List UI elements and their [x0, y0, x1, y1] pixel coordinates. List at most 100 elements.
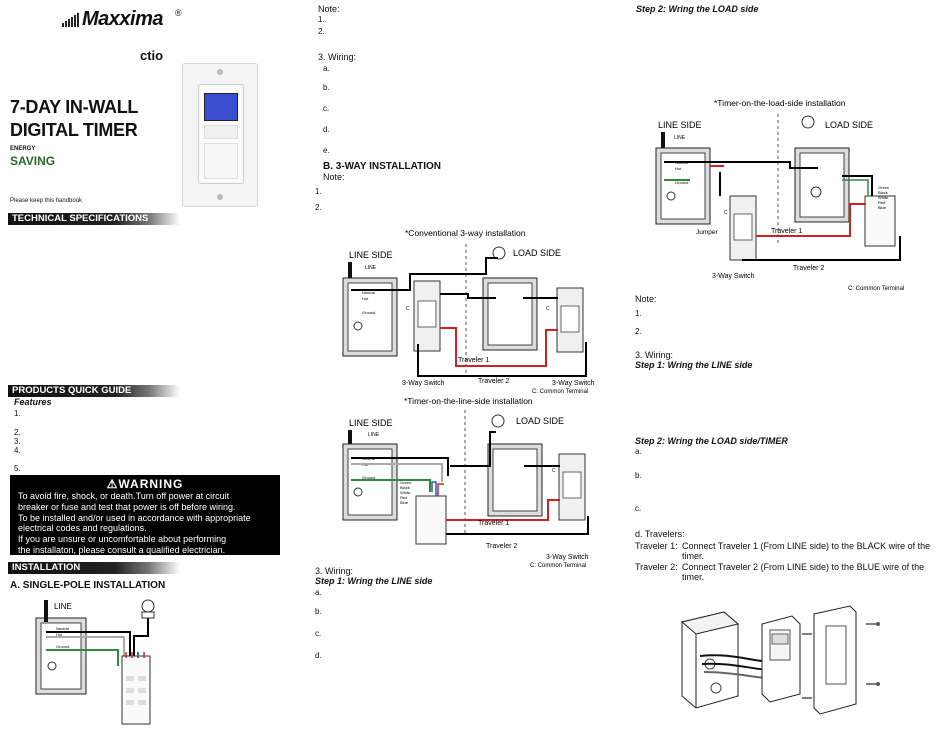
line-side-3way-diagram: *Timer-on-the-line-side installation LIN… [342, 396, 589, 569]
traveler2-text-cont: timer. [682, 572, 705, 582]
ground-label: Ground [56, 644, 69, 649]
timer-rocker [204, 143, 238, 179]
load-side-3way-diagram: *Timer-on-the-load-side installation LIN… [655, 98, 904, 292]
lineside-blue: Blue [400, 500, 409, 505]
lineside-white: White [400, 490, 411, 495]
loadside-traveler2: Traveler 2 [793, 265, 824, 272]
warning-line: the installaton, please consult a qualif… [18, 544, 226, 555]
traveler2-text: Connect Traveler 2 (From LINE side) to t… [682, 562, 925, 572]
warning-line: breaker or fuse and test that power is o… [18, 501, 236, 512]
energy-saving-logo: ENERGY SAVING [10, 146, 70, 172]
col3-step2: Step 2: Wring the LOAD side/TIMER [635, 436, 788, 446]
col3-step2-item-a: a. [635, 447, 642, 456]
light-bulb-icon [491, 414, 505, 428]
lineside-caption: *Timer-on-the-line-side installation [404, 396, 533, 406]
col2-step1: Step 1: Wring the LINE side [315, 576, 433, 586]
light-bulb-icon [492, 246, 506, 260]
lineside-line: LINE [368, 432, 380, 438]
warning-triangle-icon: ⚠ [106, 477, 119, 491]
col2-wiring-item-e: e. [323, 146, 330, 155]
col3-note-item-1: 1. [635, 309, 642, 318]
threeway-heading: B. 3-WAY INSTALLATION [323, 161, 441, 172]
warning-heading-text: WARNING [118, 477, 184, 491]
neutral-label: Neutral [56, 626, 69, 631]
feature-item-3: 3. [14, 437, 21, 446]
lineside-ground: Ground [362, 475, 375, 480]
loadside-green: Green [878, 185, 889, 190]
keep-handbook-note: Please keep this handbook [10, 198, 83, 204]
col2-note2-item-2: 2. [315, 203, 322, 212]
lineside-common: C: Common Terminal [530, 563, 586, 569]
lineside-traveler1: Traveler 1 [478, 520, 509, 527]
warning-line: If you are unsure or uncomfortable about… [18, 534, 227, 545]
screw-icon [876, 682, 880, 686]
col2-wiring-item-d: d. [323, 125, 330, 134]
col2-note-item-2: 2. [318, 27, 325, 36]
loadside-black: Black [878, 190, 888, 195]
traveler1-text-cont: timer. [682, 551, 705, 561]
col3-wiring-label: 3. Wiring: [635, 350, 674, 360]
warning-line: electrical codes and regulations. [18, 523, 147, 534]
feature-item-4: 4. [14, 446, 21, 455]
lineside-c: C [552, 468, 556, 474]
loadside-switch: 3-Way Switch [712, 273, 755, 280]
brand-registered: ® [175, 8, 182, 18]
cover-title-line1: 7-DAY IN-WALL [10, 97, 139, 117]
feature-item-1: 1. [14, 409, 21, 418]
col2-wiring-item-b: b. [323, 83, 330, 92]
hot-label: Hot [56, 632, 63, 637]
col2-step1-item-a: a. [315, 588, 322, 597]
light-bulb-icon [801, 115, 815, 129]
col2-step1-item-b: b. [315, 607, 322, 616]
conv-neutral: Neutral [362, 290, 375, 295]
lineside-traveler2: Traveler 2 [486, 543, 517, 550]
loadside-common: C: Common Terminal [848, 286, 904, 292]
traveler1-text: Connect Traveler 1 (From LINE side) to t… [682, 541, 931, 551]
single-pole-line-label: LINE [54, 602, 72, 611]
conv-ground: Ground [362, 310, 375, 315]
col3-note-item-2: 2. [635, 327, 642, 336]
loadside-traveler1: Traveler 1 [771, 228, 802, 235]
energy-bottom-label: SAVING [10, 154, 56, 168]
loadside-jumper: Jumper [696, 229, 719, 236]
section-installation: INSTALLATION [8, 562, 180, 574]
brand-name: Maxxima [82, 8, 164, 30]
col2-wiring-item-a: a. [323, 64, 330, 73]
loadside-line-side: LINE SIDE [658, 120, 702, 130]
conv-line: LINE [365, 265, 377, 271]
conv-c-right: C [546, 306, 550, 312]
col2-step1-item-d: d. [315, 651, 322, 660]
timer-product-image [182, 63, 258, 207]
single-pole-diagram: LINE Neutral Hot Ground [35, 599, 155, 725]
col2-wiring2-label: 3. Wiring: [315, 566, 354, 576]
screw-icon [217, 194, 223, 200]
loadside-blue: Blue [878, 205, 887, 210]
conv-common: C: Common Terminal [532, 389, 588, 395]
feature-item-5: 5. [14, 464, 21, 473]
lineside-black: Black [400, 485, 410, 490]
col2-wiring-label: 3. Wiring: [318, 52, 357, 62]
conv-hot: Hot [362, 296, 369, 301]
col2-note2-label: Note: [323, 172, 345, 182]
timer-body [198, 84, 244, 184]
conventional-3way-diagram: *Conventional 3-way installation LINE SI… [342, 228, 595, 395]
timer-button-panel [204, 125, 238, 139]
conv-c-left: C [406, 306, 410, 312]
section-tech-specs: TECHNICAL SPECIFICATIONS [8, 213, 180, 225]
lineside-line-side: LINE SIDE [349, 418, 393, 428]
warning-line: To avoid fire, shock, or death.Turn off … [18, 491, 230, 501]
features-heading: Features [14, 397, 52, 407]
logo-bars-icon [62, 13, 79, 27]
conv-load-side: LOAD SIDE [513, 248, 561, 258]
lineside-green: Green [400, 480, 411, 485]
brand-logo: Maxxima ® [62, 8, 192, 32]
col3-note-label: Note: [635, 294, 657, 304]
feature-item-2: 2. [14, 428, 21, 437]
lineside-red: Red [400, 495, 407, 500]
screw-icon [217, 69, 223, 75]
col3-step2-top: Step 2: Wring the LOAD side [636, 4, 759, 14]
loadside-red: Red [878, 200, 885, 205]
loadside-hot: Hot [675, 166, 682, 171]
single-pole-heading: A. SINGLE-POLE INSTALLATION [10, 580, 166, 591]
install-exploded-illustration [680, 605, 880, 715]
